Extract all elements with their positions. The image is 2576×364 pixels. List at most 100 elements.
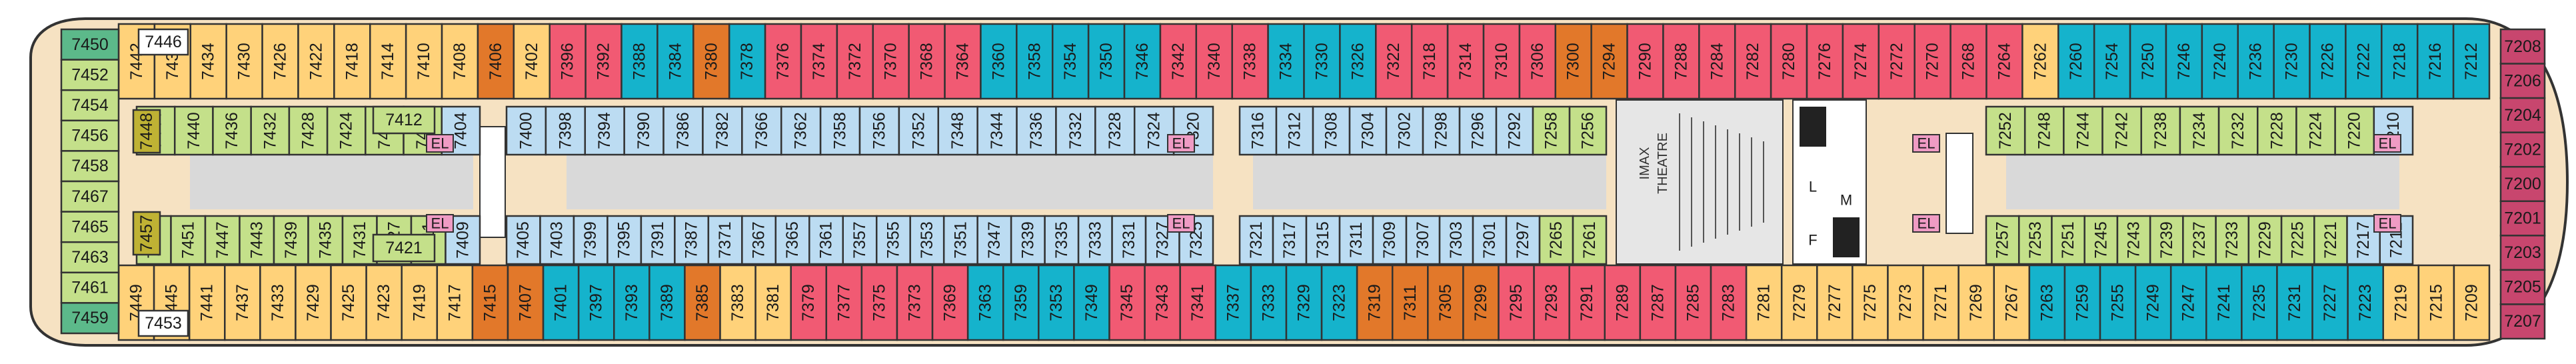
cabin-7440[interactable]: 7440: [173, 105, 214, 156]
cabin-7347[interactable]: 7347: [976, 215, 1012, 265]
cabin-7207[interactable]: 7207: [2499, 303, 2546, 340]
cabin-7272[interactable]: 7272: [1878, 23, 1916, 100]
cabin-7243[interactable]: 7243: [2116, 215, 2151, 265]
cabin-7275[interactable]: 7275: [1852, 264, 1889, 341]
cabin-7358[interactable]: 7358: [819, 105, 861, 156]
cabin-7303[interactable]: 7303: [1438, 215, 1474, 265]
cabin-7433[interactable]: 7433: [259, 264, 297, 341]
cabin-7459[interactable]: 7459: [60, 302, 120, 335]
cabin-7245[interactable]: 7245: [2083, 215, 2119, 265]
cabin-7385[interactable]: 7385: [684, 264, 721, 341]
cabin-7216[interactable]: 7216: [2416, 23, 2455, 100]
cabin-7355[interactable]: 7355: [875, 215, 911, 265]
cabin-7317[interactable]: 7317: [1272, 215, 1308, 265]
cabin-7376[interactable]: 7376: [764, 23, 802, 100]
cabin-7447[interactable]: 7447: [204, 215, 241, 265]
cabin-7212[interactable]: 7212: [2452, 23, 2491, 100]
cabin-7292[interactable]: 7292: [1495, 105, 1534, 156]
cabin-7434[interactable]: 7434: [189, 23, 227, 100]
cabin-7422[interactable]: 7422: [297, 23, 335, 100]
cabin-7441[interactable]: 7441: [188, 264, 226, 341]
cabin-7333[interactable]: 7333: [1250, 264, 1288, 341]
cabin-7306[interactable]: 7306: [1518, 23, 1557, 100]
cabin-7291[interactable]: 7291: [1568, 264, 1606, 341]
cabin-7369[interactable]: 7369: [931, 264, 969, 341]
cabin-7351[interactable]: 7351: [942, 215, 978, 265]
cabin-7259[interactable]: 7259: [2063, 264, 2101, 341]
cabin-7301[interactable]: 7301: [1472, 215, 1508, 265]
cabin-7293[interactable]: 7293: [1533, 264, 1570, 341]
cabin-7404[interactable]: 7404: [441, 105, 481, 156]
cabin-7370[interactable]: 7370: [872, 23, 910, 100]
cabin-7418[interactable]: 7418: [333, 23, 371, 100]
cabin-7378[interactable]: 7378: [728, 23, 766, 100]
cabin-7232[interactable]: 7232: [2217, 105, 2259, 156]
cabin-7393[interactable]: 7393: [613, 264, 650, 341]
cabin-7305[interactable]: 7305: [1427, 264, 1464, 341]
cabin-7250[interactable]: 7250: [2129, 23, 2167, 100]
cabin-7456[interactable]: 7456: [60, 119, 120, 152]
cabin-7326[interactable]: 7326: [1339, 23, 1377, 100]
cabin-7261[interactable]: 7261: [1572, 215, 1608, 265]
cabin-7425[interactable]: 7425: [330, 264, 367, 341]
cabin-7362[interactable]: 7362: [780, 105, 822, 156]
cabin-7225[interactable]: 7225: [2280, 215, 2315, 265]
cabin-7458[interactable]: 7458: [60, 150, 120, 183]
cabin-7414[interactable]: 7414: [369, 23, 407, 100]
cabin-7222[interactable]: 7222: [2345, 23, 2383, 100]
cabin-7382[interactable]: 7382: [702, 105, 743, 156]
cabin-7308[interactable]: 7308: [1312, 105, 1351, 156]
cabin-7242[interactable]: 7242: [2101, 105, 2142, 156]
cabin-7346[interactable]: 7346: [1123, 23, 1162, 100]
cabin-7392[interactable]: 7392: [585, 23, 623, 100]
cabin-7312[interactable]: 7312: [1275, 105, 1314, 156]
cabin-7396[interactable]: 7396: [549, 23, 587, 100]
cabin-7208[interactable]: 7208: [2499, 28, 2546, 65]
cabin-7256[interactable]: 7256: [1568, 105, 1608, 156]
cabin-7304[interactable]: 7304: [1348, 105, 1388, 156]
cabin-7288[interactable]: 7288: [1662, 23, 1700, 100]
cabin-7428[interactable]: 7428: [288, 105, 329, 156]
cabin-7452[interactable]: 7452: [60, 59, 120, 91]
cabin-7300[interactable]: 7300: [1554, 23, 1592, 100]
cabin-7348[interactable]: 7348: [937, 105, 978, 156]
cabin-7380[interactable]: 7380: [692, 23, 730, 100]
cabin-7424[interactable]: 7424: [326, 105, 367, 156]
cabin-7239[interactable]: 7239: [2149, 215, 2184, 265]
cabin-7220[interactable]: 7220: [2334, 105, 2375, 156]
cabin-7388[interactable]: 7388: [621, 23, 658, 100]
cabin-7271[interactable]: 7271: [1922, 264, 1959, 341]
cabin-7240[interactable]: 7240: [2201, 23, 2239, 100]
cabin-7453[interactable]: 7453: [137, 309, 189, 337]
cabin-7252[interactable]: 7252: [1985, 105, 2026, 156]
cabin-7246[interactable]: 7246: [2165, 23, 2203, 100]
cabin-7451[interactable]: 7451: [170, 215, 207, 265]
cabin-7400[interactable]: 7400: [505, 105, 547, 156]
cabin-7454[interactable]: 7454: [60, 89, 120, 122]
cabin-7283[interactable]: 7283: [1710, 264, 1748, 341]
cabin-7439[interactable]: 7439: [273, 215, 309, 265]
cabin-7463[interactable]: 7463: [60, 241, 120, 274]
cabin-7353[interactable]: 7353: [909, 215, 945, 265]
cabin-7289[interactable]: 7289: [1604, 264, 1642, 341]
cabin-7263[interactable]: 7263: [2028, 264, 2066, 341]
cabin-7342[interactable]: 7342: [1159, 23, 1198, 100]
cabin-7205[interactable]: 7205: [2499, 269, 2546, 305]
cabin-7257[interactable]: 7257: [1985, 215, 2020, 265]
cabin-7374[interactable]: 7374: [800, 23, 838, 100]
cabin-7279[interactable]: 7279: [1780, 264, 1818, 341]
cabin-7319[interactable]: 7319: [1356, 264, 1394, 341]
cabin-7410[interactable]: 7410: [405, 23, 443, 100]
cabin-7287[interactable]: 7287: [1639, 264, 1677, 341]
cabin-7316[interactable]: 7316: [1238, 105, 1278, 156]
cabin-7332[interactable]: 7332: [1055, 105, 1096, 156]
cabin-7426[interactable]: 7426: [261, 23, 299, 100]
cabin-7368[interactable]: 7368: [908, 23, 946, 100]
cabin-7367[interactable]: 7367: [741, 215, 777, 265]
cabin-7358[interactable]: 7358: [1016, 23, 1054, 100]
cabin-7323[interactable]: 7323: [1320, 264, 1358, 341]
cabin-7407[interactable]: 7407: [507, 264, 545, 341]
cabin-7343[interactable]: 7343: [1144, 264, 1181, 341]
cabin-7408[interactable]: 7408: [441, 23, 479, 100]
cabin-7361[interactable]: 7361: [808, 215, 844, 265]
